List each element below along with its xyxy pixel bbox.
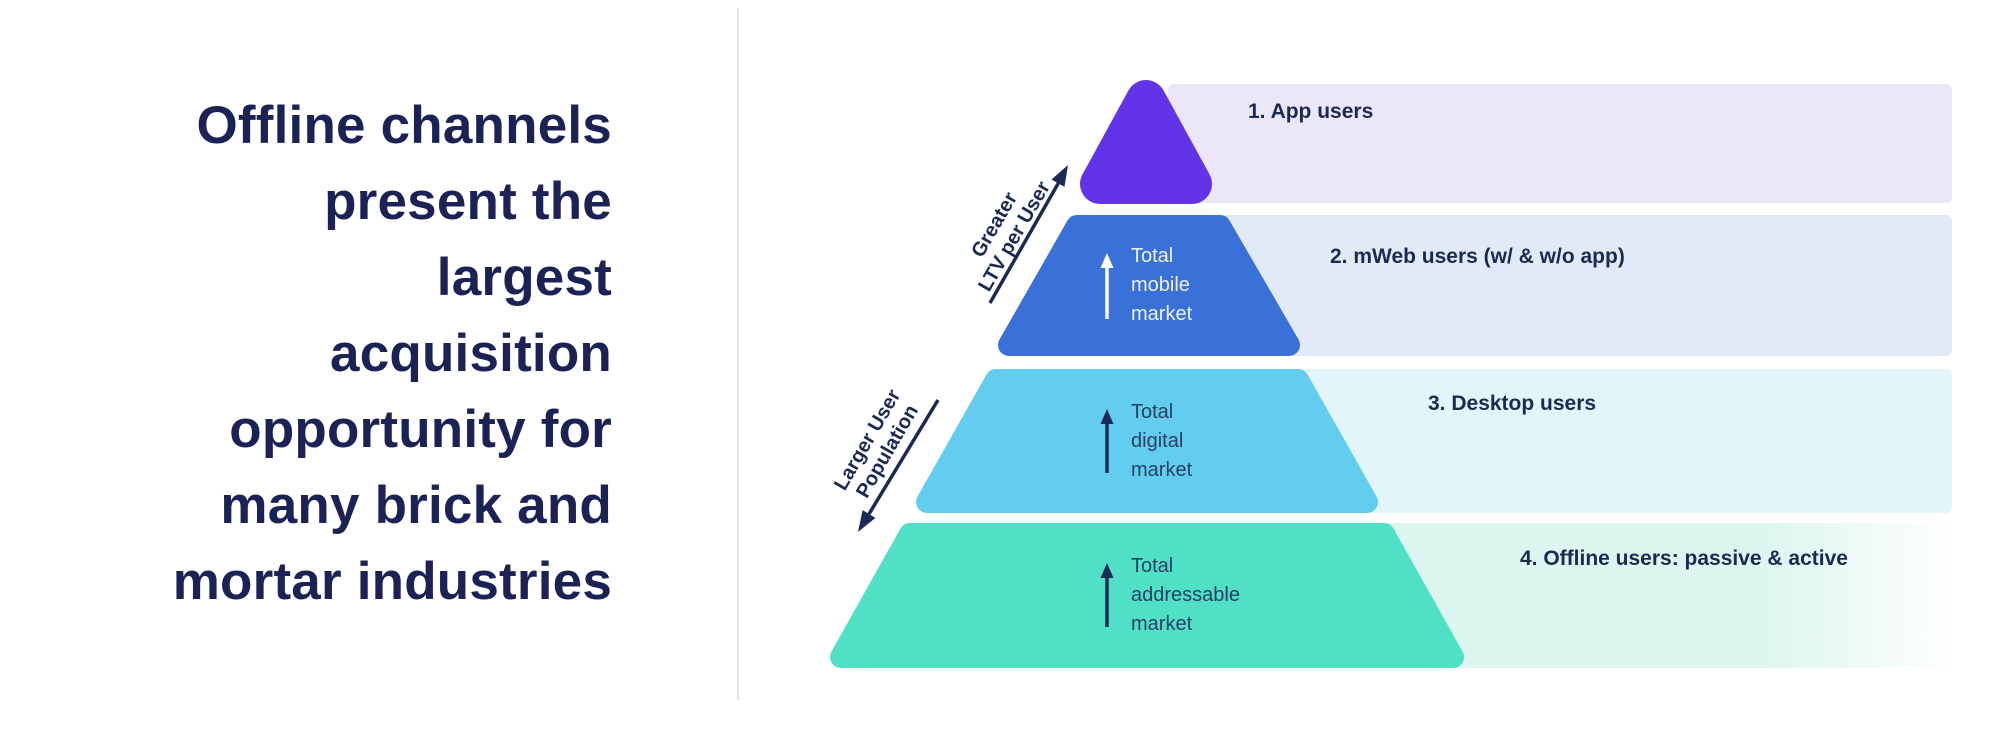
ltv-arrow-head	[1051, 165, 1068, 187]
tier-3-inner-label: Total digital market	[1131, 401, 1193, 481]
pyramid-tier-1-app	[1080, 80, 1212, 204]
pyramid-tier-4-addressable	[830, 523, 1464, 668]
population-arrow	[858, 399, 940, 532]
tier-3-up-arrow	[1100, 409, 1114, 473]
tier-band-label-3: 3. Desktop users	[1428, 392, 1597, 415]
tier-band-1	[1168, 84, 1952, 203]
tier-4-up-arrow	[1100, 563, 1114, 627]
tier-band-label-1: 1. App users	[1248, 100, 1374, 123]
ltv-arrow-line	[988, 181, 1061, 304]
pyramid-tier-2-mobile	[998, 215, 1300, 356]
tier-band-label-4: 4. Offline users: passive & active	[1520, 547, 1848, 570]
slide-heading: Offline channels present the largest acq…	[172, 96, 612, 611]
tier-4-inner-label: Total addressable market	[1131, 555, 1240, 635]
tier-band-label-2: 2. mWeb users (w/ & w/o app)	[1330, 245, 1625, 268]
tier-4-up-arrow-head	[1100, 563, 1114, 578]
tier-band-2	[1158, 215, 1952, 356]
tier-2-inner-label: Total mobile market	[1131, 245, 1193, 325]
population-arrow-line	[867, 399, 940, 515]
vertical-divider	[737, 8, 739, 700]
tier-3-up-arrow-head	[1100, 409, 1114, 424]
population-arrow-head	[858, 510, 876, 532]
ltv-arrow	[988, 165, 1068, 304]
tier-band-4-fade	[1760, 521, 1956, 670]
tier-2-up-arrow-head	[1100, 253, 1114, 268]
pyramid-tier-3-digital	[916, 369, 1378, 513]
tier-2-up-arrow	[1100, 253, 1114, 319]
